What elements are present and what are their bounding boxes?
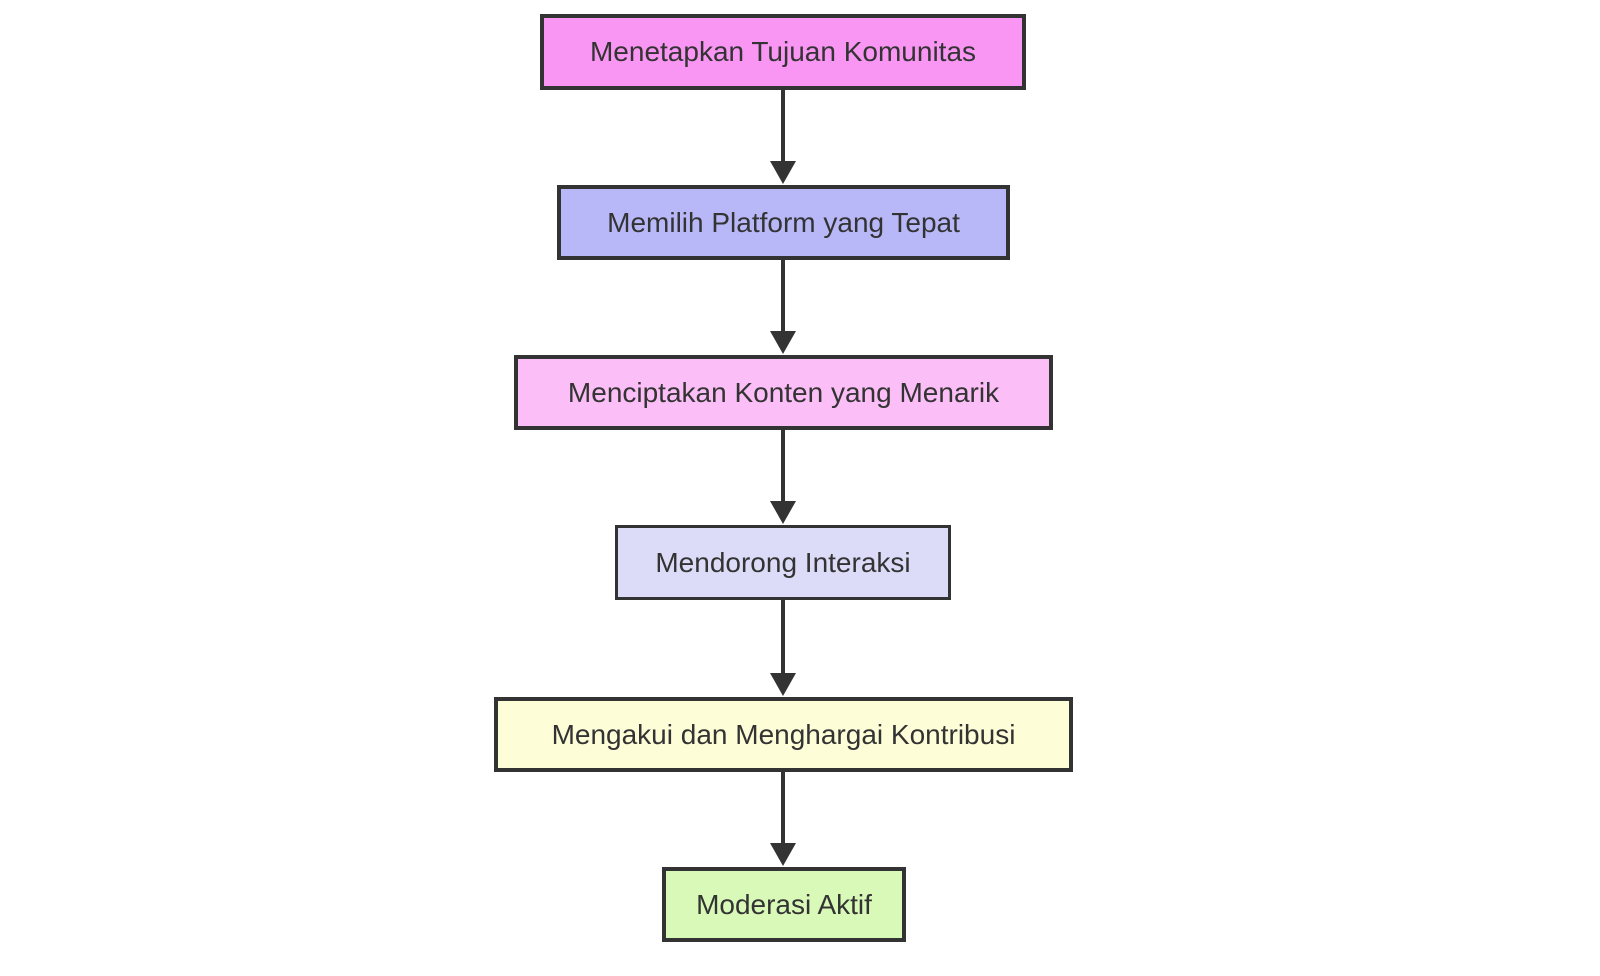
flow-node-label: Mengakui dan Menghargai Kontribusi bbox=[551, 718, 1016, 750]
flow-connector-line bbox=[781, 90, 785, 162]
flow-node-mendorong-interaksi: Mendorong Interaksi bbox=[615, 525, 951, 600]
flow-node-label: Menciptakan Konten yang Menarik bbox=[567, 376, 1000, 408]
arrow-down-icon bbox=[770, 843, 796, 866]
flow-connector-line bbox=[781, 260, 785, 332]
flow-node-label: Mendorong Interaksi bbox=[655, 546, 911, 578]
flow-node-mengakui-kontribusi: Mengakui dan Menghargai Kontribusi bbox=[494, 697, 1073, 772]
flow-connector-line bbox=[781, 772, 785, 844]
arrow-down-icon bbox=[770, 161, 796, 184]
flow-node-menciptakan-konten: Menciptakan Konten yang Menarik bbox=[514, 355, 1053, 430]
flow-node-memilih-platform: Memilih Platform yang Tepat bbox=[557, 185, 1010, 260]
flow-node-menetapkan-tujuan-komunitas: Menetapkan Tujuan Komunitas bbox=[540, 14, 1026, 90]
flow-connector-line bbox=[781, 430, 785, 502]
flow-node-moderasi-aktif: Moderasi Aktif bbox=[662, 867, 906, 942]
flow-connector-line bbox=[781, 600, 785, 674]
arrow-down-icon bbox=[770, 331, 796, 354]
arrow-down-icon bbox=[770, 501, 796, 524]
flow-node-label: Memilih Platform yang Tepat bbox=[607, 206, 960, 238]
flow-node-label: Menetapkan Tujuan Komunitas bbox=[589, 36, 977, 67]
arrow-down-icon bbox=[770, 673, 796, 696]
flow-node-label: Moderasi Aktif bbox=[696, 888, 872, 920]
